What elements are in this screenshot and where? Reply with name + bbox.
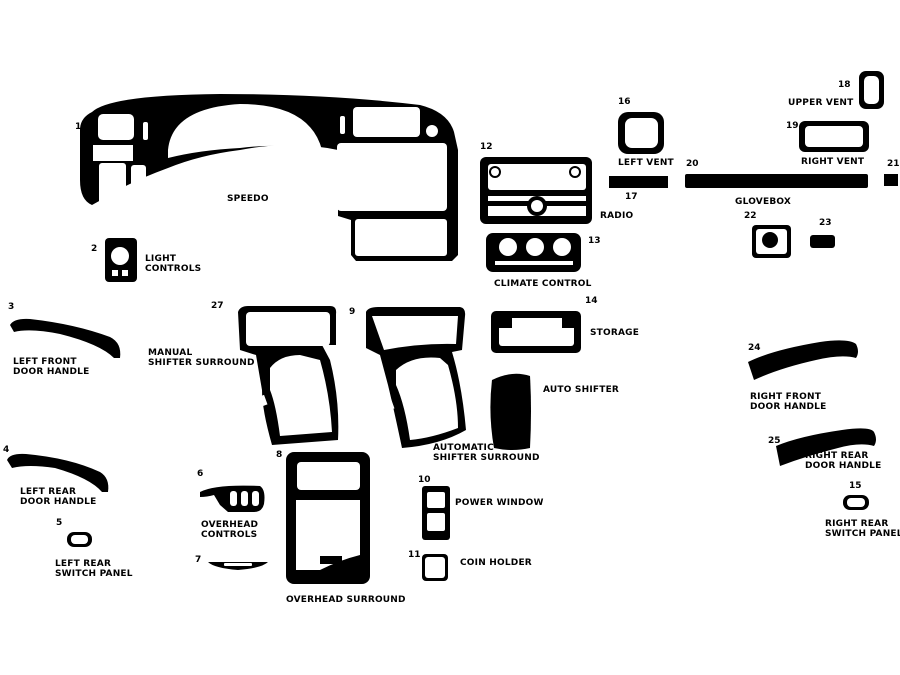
part-12-radio [480,157,592,224]
part-1-speedo-panel [80,94,458,261]
part-17-trim-bar [609,176,668,188]
part-20-glovebox [685,174,868,188]
part-label: RIGHT REAR SWITCH PANEL [825,519,900,539]
part-4-left-rear-door-handle [7,453,109,492]
part-number: 22 [744,211,757,221]
part-5-left-rear-switch-panel [67,532,92,547]
part-25-right-rear-door-handle [776,428,876,466]
part-number: 23 [819,218,832,228]
part-label: STORAGE [590,328,640,338]
part-13-climate-control [486,233,581,272]
part-number: 4 [3,445,10,455]
part-24-right-front-door-handle [748,340,858,380]
part-number: 25 [768,436,781,446]
part-label: LEFT REAR SWITCH PANEL [55,559,133,579]
part-number: 27 [211,301,224,311]
part-27-manual-shifter-surround [238,306,339,445]
part-10-power-window [422,486,450,540]
part-19-right-vent [799,121,869,152]
part-number: 8 [276,450,283,460]
part-number: 5 [56,518,63,528]
part-21-trim [884,174,898,186]
part-label: RIGHT VENT [801,157,865,167]
part-auto-shifter [490,373,531,450]
part-15-right-rear-switch-panel [843,495,869,510]
part-label: POWER WINDOW [455,498,544,508]
part-label: LEFT VENT [618,158,674,168]
part-label: OVERHEAD CONTROLS [201,520,259,540]
part-14-storage [491,311,581,353]
part-18-upper-vent [859,71,884,109]
part-label: LEFT FRONT DOOR HANDLE [13,357,90,377]
part-number: 15 [849,481,862,491]
part-number: 11 [408,550,421,560]
part-8-overhead-surround [286,452,370,584]
part-6-overhead-controls [200,485,265,512]
part-11-coin-holder [422,554,448,581]
part-label: RIGHT REAR DOOR HANDLE [805,451,882,471]
part-number: 21 [887,159,900,169]
part-label: RADIO [600,211,634,221]
part-label: UPPER VENT [788,98,854,108]
part-number: 1 [75,122,82,132]
part-number: 9 [349,307,356,317]
part-22-trim [752,225,791,258]
part-number: 10 [418,475,431,485]
part-label: AUTO SHIFTER [543,385,620,395]
part-label: MANUAL SHIFTER SURROUND [148,348,255,368]
part-number: 13 [588,236,601,246]
part-label: LEFT REAR DOOR HANDLE [20,487,97,507]
part-number: 20 [686,159,699,169]
part-label: SPEEDO [227,194,269,204]
part-number: 24 [748,343,761,353]
part-2-light-controls [105,238,137,282]
part-number: 7 [195,555,202,565]
part-label: GLOVEBOX [735,197,792,207]
part-number: 6 [197,469,204,479]
part-number: 19 [786,121,799,131]
part-3-left-front-door-handle [10,318,121,358]
part-label: AUTOMATIC SHIFTER SURROUND [433,443,540,463]
part-9-automatic-shifter-surround [366,307,466,448]
part-23-trim [810,235,835,248]
part-label: RIGHT FRONT DOOR HANDLE [750,392,827,412]
part-7-trim [208,562,268,570]
part-number: 17 [625,192,638,202]
part-number: 12 [480,142,493,152]
part-number: 2 [91,244,98,254]
part-label: COIN HOLDER [460,558,532,568]
part-label: LIGHT CONTROLS [145,254,202,274]
part-number: 16 [618,97,631,107]
part-16-left-vent [618,112,664,154]
part-number: 3 [8,302,15,312]
part-label: CLIMATE CONTROL [494,279,592,289]
part-label: OVERHEAD SURROUND [286,595,406,605]
part-number: 14 [585,296,598,306]
part-number: 18 [838,80,851,90]
